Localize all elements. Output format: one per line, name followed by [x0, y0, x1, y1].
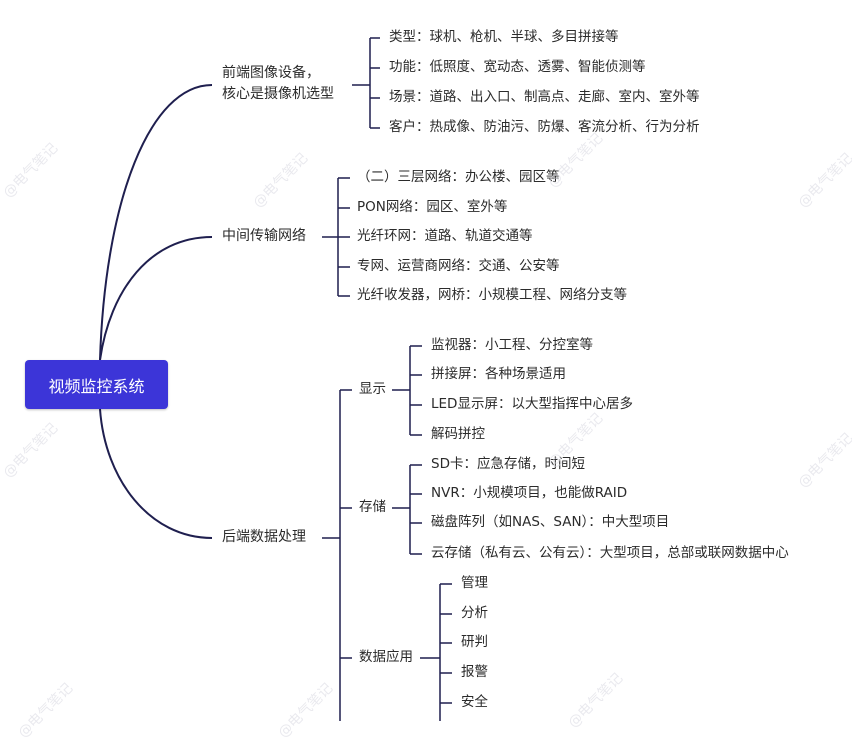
display-item-splice[interactable]: 拼接屏：各种场景适用	[431, 366, 566, 382]
display-item-led[interactable]: LED显示屏：以大型指挥中心居多	[431, 396, 633, 412]
front-item-scene[interactable]: 场景：道路、出入口、制高点、走廊、室内、室外等	[389, 89, 700, 105]
network-item-ring[interactable]: 光纤环网：道路、轨道交通等	[357, 228, 533, 244]
edge-root-backend	[99, 408, 213, 539]
root-node[interactable]: 视频监控系统	[25, 360, 168, 409]
node-application[interactable]: 数据应用	[359, 649, 413, 665]
storage-item-sd[interactable]: SD卡：应急存储，时间短	[431, 456, 585, 472]
network-item-private[interactable]: 专网、运营商网络：交通、公安等	[357, 258, 560, 274]
node-backend[interactable]: 后端数据处理	[222, 529, 306, 545]
front-item-type[interactable]: 类型：球机、枪机、半球、多目拼接等	[389, 29, 619, 45]
node-storage[interactable]: 存储	[359, 499, 386, 515]
network-item-l3[interactable]: （二）三层网络：办公楼、园区等	[357, 169, 560, 185]
edge-root-front	[99, 84, 213, 361]
node-network[interactable]: 中间传输网络	[222, 228, 306, 244]
network-item-transceiver[interactable]: 光纤收发器，网桥：小规模工程、网络分支等	[357, 287, 627, 303]
app-item-alarm[interactable]: 报警	[461, 664, 488, 680]
storage-item-nvr[interactable]: NVR：小规模项目，也能做RAID	[431, 485, 628, 501]
app-item-judge[interactable]: 研判	[461, 634, 488, 650]
front-end-label-line2: 核心是摄像机选型	[222, 86, 334, 102]
node-display[interactable]: 显示	[359, 381, 386, 397]
display-item-decoder[interactable]: 解码拼控	[431, 426, 485, 442]
edge-root-network	[99, 236, 213, 361]
storage-item-cloud[interactable]: 云存储（私有云、公有云）：大型项目，总部或联网数据中心	[431, 545, 789, 561]
display-item-monitor[interactable]: 监视器：小工程、分控室等	[431, 337, 593, 353]
app-item-analysis[interactable]: 分析	[461, 605, 488, 621]
app-item-manage[interactable]: 管理	[461, 575, 488, 591]
app-item-security[interactable]: 安全	[461, 694, 488, 710]
front-item-customer[interactable]: 客户：热成像、防油污、防爆、客流分析、行为分析	[389, 119, 700, 135]
connector-lines	[99, 37, 452, 721]
front-end-label-line1: 前端图像设备，	[222, 65, 320, 81]
front-item-function[interactable]: 功能：低照度、宽动态、透雾、智能侦测等	[389, 59, 646, 75]
network-item-pon[interactable]: PON网络：园区、室外等	[357, 199, 508, 215]
storage-item-disk-array[interactable]: 磁盘阵列（如NAS、SAN）：中大型项目	[431, 514, 670, 530]
node-front-end[interactable]: 前端图像设备， 核心是摄像机选型	[222, 63, 334, 105]
